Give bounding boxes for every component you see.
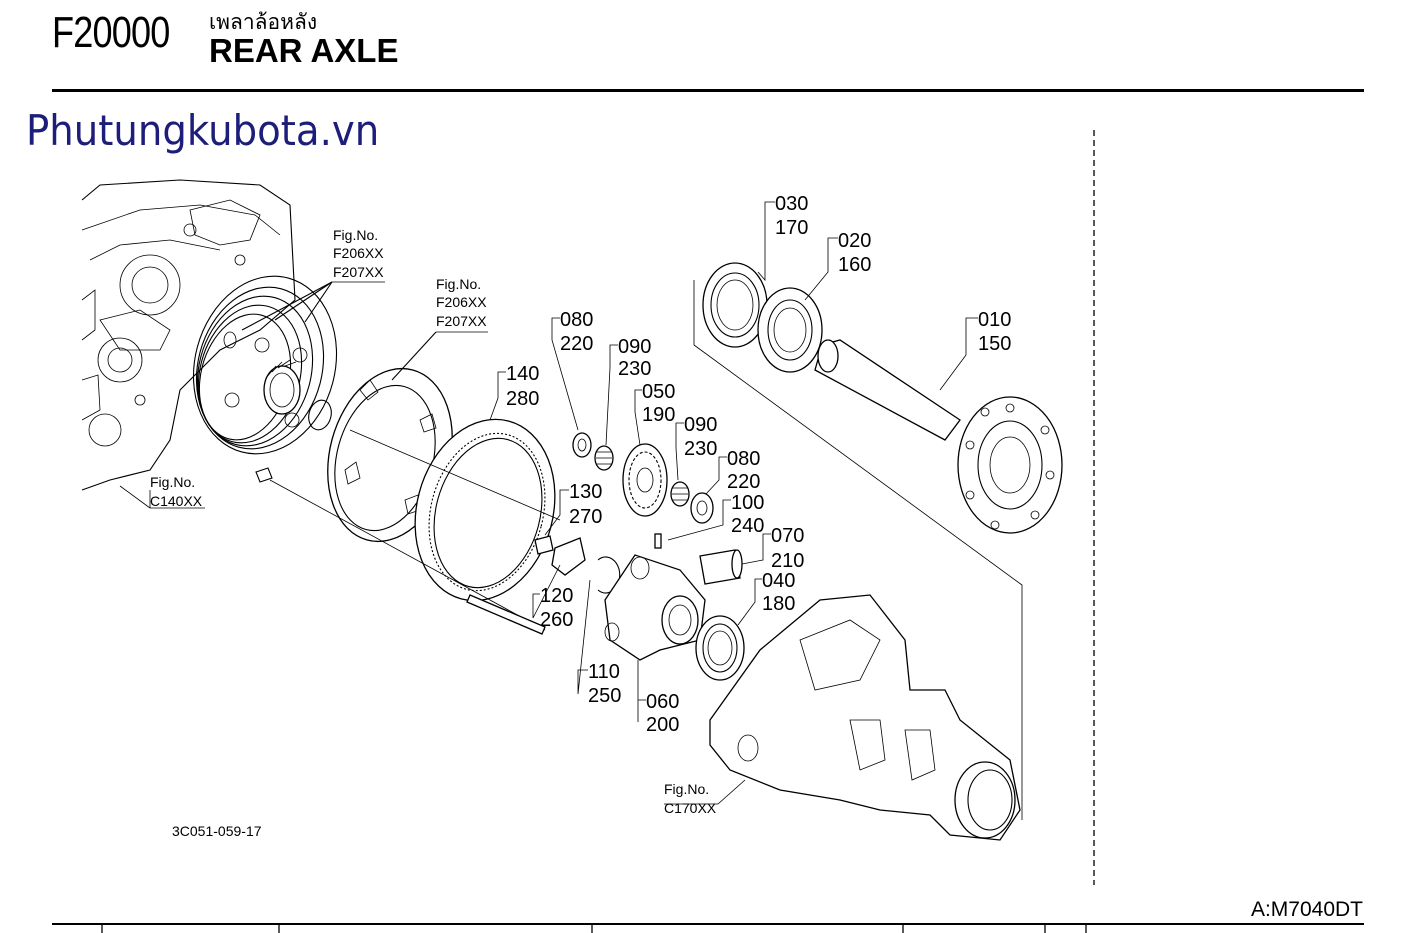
leader-line [241, 281, 333, 331]
callout-b: 220 [560, 333, 593, 355]
page-title: REAR AXLE [209, 32, 399, 69]
callout-a: 030 [775, 193, 808, 215]
planet-carrier [604, 554, 706, 661]
header-divider [52, 89, 1364, 92]
callout-a: 120 [540, 585, 573, 607]
callout-a: 090 [684, 414, 717, 436]
callout-b: 230 [618, 358, 651, 380]
fig-code: F207XX [436, 313, 487, 329]
transmission-housing [81, 179, 338, 491]
callout-a: 090 [618, 336, 651, 358]
axle-bearing [757, 287, 823, 373]
callout-b: 240 [731, 515, 764, 537]
callout-a: 060 [646, 691, 679, 713]
callout-a: 080 [727, 448, 760, 470]
fig-caption: Fig.No. [333, 227, 378, 243]
bearing [695, 615, 745, 681]
fig-caption: Fig.No. [436, 276, 481, 292]
callout-b: 170 [775, 217, 808, 239]
fig-code: C140XX [150, 493, 203, 509]
rear-axle-shaft [814, 339, 1063, 534]
axis-line [349, 429, 561, 521]
fig-code: F207XX [333, 264, 384, 280]
callout-a: 070 [771, 525, 804, 547]
fig-code: F206XX [436, 294, 487, 310]
callout-a: 130 [569, 481, 602, 503]
callout-b: 230 [684, 438, 717, 460]
callout-a: 080 [560, 309, 593, 331]
fig-references: Fig.No. F206XX F207XX Fig.No. F206XX F20… [150, 227, 717, 839]
axis-line [269, 479, 546, 631]
drawing-reference: 3C051-059-17 [172, 823, 262, 839]
callout-b: 220 [727, 471, 760, 493]
fig-code: C170XX [664, 800, 717, 816]
leader-line [274, 281, 333, 321]
callout-a: 110 [588, 661, 620, 683]
callout-a: 140 [506, 363, 539, 385]
callout-leaders [119, 201, 978, 805]
group-bracket [693, 280, 1023, 820]
leader-line [391, 331, 437, 381]
fig-caption: Fig.No. [150, 474, 195, 490]
callout-b: 280 [506, 388, 539, 410]
callout-b: 190 [642, 404, 675, 426]
callout-b: 250 [588, 685, 621, 707]
callout-b: 160 [838, 254, 871, 276]
callout-b: 270 [569, 506, 602, 528]
axle-case [709, 594, 1021, 841]
callout-b: 200 [646, 714, 679, 736]
callout-a: 040 [762, 570, 795, 592]
title-thai: เพลาล้อหลัง [209, 10, 318, 34]
brand-watermark: Phutungkubota.vn [26, 106, 380, 155]
callout-a: 010 [978, 309, 1011, 331]
callout-a: 050 [642, 381, 675, 403]
callout-a: 100 [731, 492, 764, 514]
callout-a: 020 [838, 230, 871, 252]
callout-b: 150 [978, 333, 1011, 355]
callout-b: 260 [540, 609, 573, 631]
model-code: A:M7040DT [1250, 898, 1363, 921]
group-code: F20000 [52, 8, 170, 57]
leader-line [304, 281, 333, 323]
fig-code: F206XX [333, 245, 384, 261]
callout-b: 180 [762, 593, 795, 615]
fig-caption: Fig.No. [664, 781, 709, 797]
callout-labels: 030 170 020 160 010 150 080 220 090 230 … [506, 193, 1011, 736]
oil-seal [702, 262, 768, 348]
planet-parts [466, 432, 743, 635]
callout-b: 210 [771, 550, 804, 572]
footer-table [52, 923, 1364, 933]
